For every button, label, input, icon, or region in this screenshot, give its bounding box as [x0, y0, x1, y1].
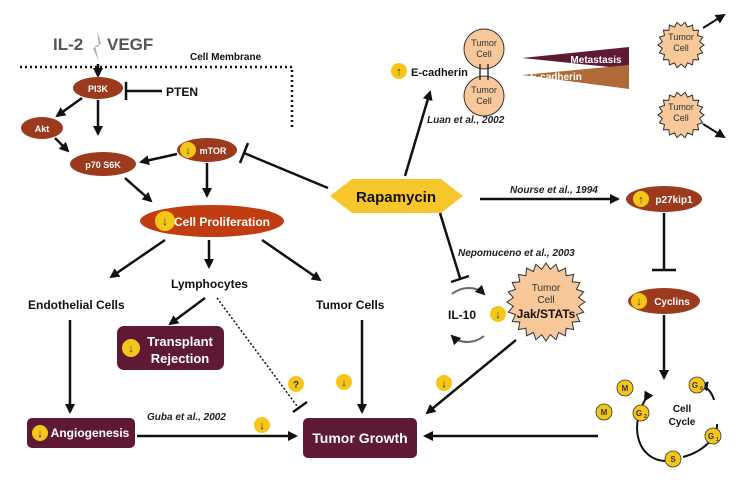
- ecadherin-bar-label: E-cadherin: [530, 72, 582, 83]
- cycle-arrow-icon: [450, 334, 485, 346]
- jak-stats-label: Jak/STATs: [517, 307, 576, 321]
- up-icon: [391, 63, 407, 79]
- down-icon: [32, 425, 48, 441]
- cell-cycle-label-line1: Cell: [673, 404, 692, 415]
- svg-text:Tumor: Tumor: [471, 38, 497, 48]
- ecadherin-wedge: E-cadherin: [522, 65, 629, 89]
- pi3k-node: PI3K: [73, 77, 123, 99]
- cell-cycle: Cell Cycle M M G 2 G 0 G 1 S: [595, 376, 722, 468]
- mtor-label: mTOR: [200, 146, 227, 156]
- lymphocytes-label: Lymphocytes: [171, 277, 248, 291]
- phase-g1-label: G: [708, 432, 714, 441]
- vegf-label: VEGF: [107, 35, 153, 54]
- up-icon: [633, 191, 649, 207]
- svg-text:↓: ↓: [128, 343, 134, 355]
- svg-text:↑: ↑: [396, 66, 402, 78]
- transplant-label-line2: Rejection: [151, 351, 210, 366]
- rapamycin-node: Rapamycin: [330, 179, 463, 213]
- p27kip1-node: ↑ p27kip1: [626, 186, 702, 212]
- receptor-lightning-icon: [93, 30, 101, 62]
- svg-text:0: 0: [700, 386, 703, 392]
- down-icon: [155, 211, 175, 231]
- cell-proliferation-node: ↓ Cell Proliferation: [140, 205, 284, 237]
- svg-text:Cell: Cell: [476, 96, 492, 106]
- tumor-label: Tumor: [532, 283, 561, 294]
- jak-stat-tumor-cell: Tumor Cell Jak/STATs: [506, 262, 586, 342]
- il2-label: IL-2: [53, 35, 83, 54]
- svg-text:Tumor: Tumor: [471, 85, 497, 95]
- metastasis-wedge: Metastasis: [522, 47, 629, 69]
- svg-text:Tumor: Tumor: [668, 102, 694, 112]
- detached-tumor-cell-top: Tumor Cell: [657, 21, 705, 69]
- p70s6k-node: p70 S6K: [70, 152, 136, 176]
- detached-tumor-cell-bottom: Tumor Cell: [657, 91, 705, 139]
- down-icon: [254, 417, 270, 433]
- p70s6k-label: p70 S6K: [85, 160, 121, 170]
- svg-text:M: M: [601, 408, 608, 417]
- svg-text:1: 1: [716, 437, 719, 443]
- cycle-arrow-icon: [451, 284, 486, 296]
- svg-text:?: ?: [293, 380, 299, 391]
- cell-membrane-line: [20, 65, 294, 128]
- cyclins-node: ↓ Cyclins: [628, 288, 700, 314]
- svg-text:↓: ↓: [341, 377, 347, 389]
- cyclins-label: Cyclins: [654, 297, 690, 308]
- svg-text:↓: ↓: [37, 428, 43, 440]
- rapamycin-label: Rapamycin: [356, 189, 436, 206]
- svg-text:↓: ↓: [259, 420, 265, 432]
- svg-text:2: 2: [644, 414, 647, 420]
- metastasis-label: Metastasis: [570, 55, 622, 66]
- svg-text:Cell: Cell: [476, 49, 492, 59]
- phase-g2-label: G: [636, 409, 642, 418]
- phase-g0-label: G: [692, 381, 698, 390]
- down-icon: [336, 374, 352, 390]
- akt-node: Akt: [21, 117, 63, 139]
- svg-text:↑: ↑: [638, 194, 644, 206]
- cell-membrane-label: Cell Membrane: [190, 52, 262, 63]
- luan-citation: Luan et al., 2002: [427, 115, 505, 126]
- pten-label: PTEN: [166, 85, 198, 99]
- endothelial-cells-label: Endothelial Cells: [28, 298, 125, 312]
- svg-text:Cell: Cell: [673, 113, 689, 123]
- svg-text:Cell: Cell: [673, 43, 689, 53]
- transplant-label-line1: Transplant: [147, 334, 213, 349]
- down-icon: [436, 375, 452, 391]
- svg-text:↓: ↓: [185, 145, 191, 157]
- nourse-citation: Nourse et al., 1994: [510, 185, 598, 196]
- cell-proliferation-label: Cell Proliferation: [174, 215, 270, 229]
- svg-text:↓: ↓: [495, 309, 501, 321]
- down-icon: [122, 339, 140, 357]
- phase-s-label: S: [670, 455, 676, 464]
- svg-text:Tumor: Tumor: [668, 32, 694, 42]
- nepomuceno-citation: Nepomuceno et al., 2003: [458, 248, 575, 259]
- phase-m-label: M: [622, 384, 629, 393]
- svg-text:↓: ↓: [162, 214, 168, 228]
- tumor-growth-box: Tumor Growth: [303, 418, 417, 458]
- question-icon: [288, 376, 304, 392]
- svg-text:↓: ↓: [636, 296, 642, 308]
- cell-label: Cell: [537, 295, 554, 306]
- ecadherin-label: E-cadherin: [411, 67, 468, 79]
- akt-label: Akt: [35, 124, 50, 134]
- pi3k-label: PI3K: [88, 84, 109, 94]
- tumor-cells-label: Tumor Cells: [316, 298, 385, 312]
- adherent-tumor-cells: Tumor Cell Tumor Cell: [463, 28, 505, 117]
- down-icon: [490, 306, 506, 322]
- cell-cycle-label-line2: Cycle: [669, 417, 696, 428]
- p27kip1-label: p27kip1: [655, 195, 693, 206]
- angiogenesis-box: ↓ Angiogenesis: [27, 418, 135, 448]
- angiogenesis-label: Angiogenesis: [51, 426, 130, 440]
- transplant-rejection-box: ↓ Transplant Rejection: [117, 326, 224, 370]
- guba-citation: Guba et al., 2002: [147, 412, 226, 423]
- il10-label: IL-10: [448, 308, 476, 322]
- down-icon: [180, 142, 196, 158]
- down-icon: [631, 293, 647, 309]
- mtor-node: ↓ mTOR: [177, 138, 237, 162]
- tumor-growth-label: Tumor Growth: [312, 430, 407, 446]
- svg-text:↓: ↓: [441, 378, 447, 390]
